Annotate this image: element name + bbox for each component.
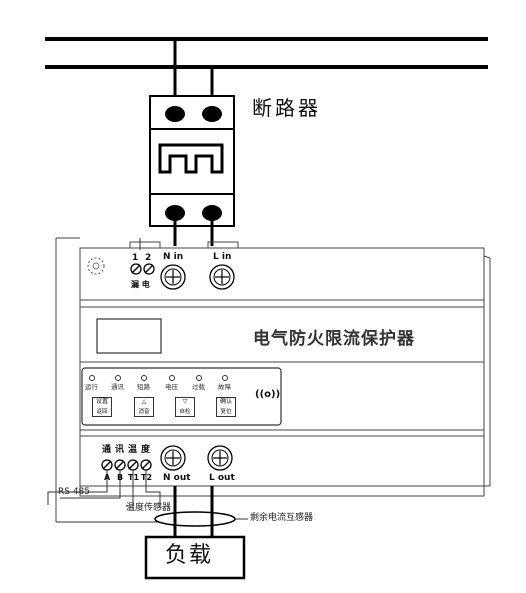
led-overload xyxy=(196,375,202,381)
indicator-label-comm: 通讯 xyxy=(111,383,124,391)
confirm-reset-text: 复位 xyxy=(220,409,232,415)
up-mute-text: 消音 xyxy=(138,409,150,415)
down-selftest-text: 自检 xyxy=(179,409,191,415)
load-label: 负载 xyxy=(165,543,214,568)
terminal-a xyxy=(101,459,113,471)
led-comm xyxy=(115,375,121,381)
indicator-label-run: 运行 xyxy=(85,383,98,391)
down-selftest-button[interactable]: ▽ 自检 xyxy=(175,397,195,417)
rs485-label: RS 485 xyxy=(58,487,91,497)
down-arrow-icon: ▽ xyxy=(182,398,188,405)
circuit-breaker xyxy=(149,95,235,227)
breaker-label: 断路器 xyxy=(252,96,321,120)
residual-current-transformer xyxy=(154,511,236,527)
led-short xyxy=(141,375,147,381)
terminal-t2 xyxy=(140,459,152,471)
l-out-label: L out xyxy=(209,473,235,483)
residual-ct-label: 剩余电流互感器 xyxy=(250,513,314,523)
settings-back-button[interactable]: 设置 返回 xyxy=(92,397,112,417)
led-fault xyxy=(222,375,228,381)
up-arrow-icon: △ xyxy=(141,398,147,405)
terminal-n-out xyxy=(160,445,186,471)
pin-label-b: B xyxy=(117,473,124,482)
n-in-label: N in xyxy=(163,252,184,262)
leak-number-2: 2 xyxy=(145,253,152,263)
indicator-label-overload: 过载 xyxy=(192,383,205,391)
pin-label-a: A xyxy=(104,473,111,482)
leak-label: 漏 电 xyxy=(131,280,150,289)
indicator-label-fault: 故障 xyxy=(218,383,231,391)
group-label-1: 通 xyxy=(102,445,112,455)
indicator-label-short: 短路 xyxy=(137,383,150,391)
l-in-label: L in xyxy=(213,252,232,262)
led-run xyxy=(89,375,95,381)
device-title: 电气防火限流保护器 xyxy=(253,329,415,349)
terminal-leak-2 xyxy=(143,263,155,275)
n-out-label: N out xyxy=(163,473,191,483)
pin-label-t1: T1 xyxy=(128,473,140,482)
settings-back-text: 返回 xyxy=(96,409,108,415)
group-label-4: 度 xyxy=(141,445,151,455)
confirm-reset-symbol: 确认 xyxy=(219,398,232,405)
pin-label-t2: T2 xyxy=(141,473,153,482)
terminal-t1 xyxy=(127,459,139,471)
up-mute-button[interactable]: △ 消音 xyxy=(134,397,154,417)
terminal-l-out xyxy=(207,445,233,471)
lcd-display xyxy=(96,318,162,354)
group-label-2: 讯 xyxy=(115,445,125,455)
leak-number-1: 1 xyxy=(132,253,139,263)
signal-wiring xyxy=(47,238,161,523)
breaker-toggle xyxy=(158,143,224,174)
terminal-n-in xyxy=(160,264,186,290)
led-voltage xyxy=(169,375,175,381)
confirm-reset-button[interactable]: 确认 复位 xyxy=(216,397,236,417)
seal-mark xyxy=(87,257,105,275)
temp-sensor-label: 温度传感器 xyxy=(126,503,172,513)
settings-back-symbol: 设置 xyxy=(95,398,108,405)
group-label-3: 温 xyxy=(128,445,138,455)
terminal-b xyxy=(114,459,126,471)
load-box xyxy=(144,535,246,580)
wireless-icon: ((o)) xyxy=(255,389,281,400)
terminal-l-in xyxy=(209,264,235,290)
indicator-label-voltage: 电压 xyxy=(165,383,178,391)
terminal-leak-1 xyxy=(130,263,142,275)
